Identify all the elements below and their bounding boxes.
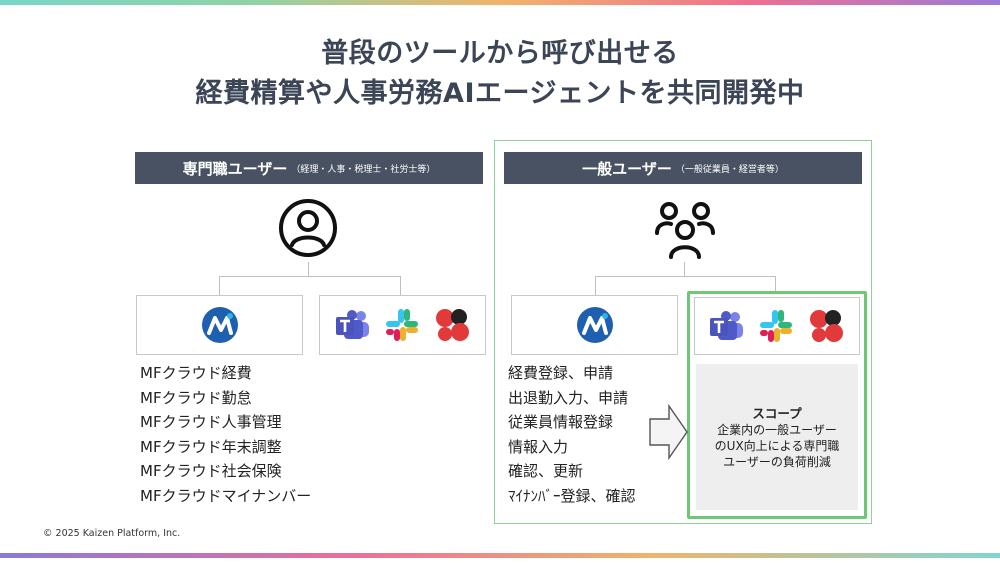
connector-line: [308, 262, 309, 276]
slack-icon: [385, 308, 419, 342]
general-user-header: 一般ユーザー （一般従業員・経営者等）: [504, 152, 862, 184]
chat-tools-card-right: [694, 297, 860, 355]
chat-tools-card-left: [319, 295, 486, 355]
list-item: MFクラウド勤怠: [140, 388, 252, 407]
red-circles-app-icon: [433, 307, 471, 343]
scope-text-line: のUX向上による専門職: [714, 439, 840, 453]
copyright-footer: © 2025 Kaizen Platform, Inc.: [43, 528, 181, 539]
scope-box: スコープ 企業内の一般ユーザー のUX向上による専門職 ユーザーの負荷削減: [696, 364, 858, 510]
connector-line: [684, 262, 685, 276]
list-item: MFクラウド経費: [140, 364, 252, 382]
connector-line: [400, 276, 401, 295]
mf-cloud-card-left: [136, 295, 303, 355]
scope-text-line: ユーザーの負荷削減: [723, 455, 831, 469]
general-user-header-label: 一般ユーザー: [582, 159, 672, 178]
pro-user-header: 専門職ユーザー （経理・人事・税理士・社労士等）: [135, 152, 483, 184]
title-line-1: 普段のツールから呼び出せる: [321, 38, 679, 69]
list-item: 出退勤入力、申請: [508, 388, 629, 407]
list-item: 経費登録、申請: [508, 364, 614, 382]
pro-user-header-sub: （経理・人事・税理士・社労士等）: [291, 164, 436, 175]
red-circles-app-icon: [807, 308, 845, 344]
list-item: 情報入力: [508, 437, 569, 456]
list-item: ﾏｲﾅﾝﾊﾞｰ登録、確認: [508, 486, 636, 505]
connector-line: [595, 276, 776, 277]
slack-icon: [759, 309, 793, 343]
general-user-header-sub: （一般従業員・経営者等）: [675, 164, 784, 175]
list-item: MFクラウドマイナンバー: [140, 486, 312, 505]
title-line-2: 経費精算や人事労務AIエージェントを共同開発中: [195, 78, 805, 109]
list-item: MFクラウド人事管理: [140, 413, 282, 432]
list-item: 確認、更新: [508, 462, 584, 481]
general-user-frame: [494, 140, 872, 524]
mf-cloud-logo-icon: [576, 306, 614, 344]
bottom-gradient-bar: [0, 553, 1000, 558]
group-users-icon: [654, 199, 716, 261]
connector-line: [219, 276, 220, 295]
pro-user-tool-list: MFクラウド経費 MFクラウド勤怠 MFクラウド人事管理 MFクラウド年末調整 …: [140, 361, 311, 509]
connector-line: [219, 276, 401, 277]
user-circle-icon: [278, 198, 338, 258]
mf-cloud-logo-icon: [201, 306, 239, 344]
mf-cloud-card-right: [511, 295, 678, 355]
pro-user-header-label: 専門職ユーザー: [182, 159, 288, 178]
top-gradient-bar: [0, 0, 1000, 5]
list-item: MFクラウド社会保険: [140, 462, 282, 481]
teams-icon: [709, 310, 745, 342]
general-user-task-list: 経費登録、申請 出退勤入力、申請 従業員情報登録 情報入力 確認、更新 ﾏｲﾅﾝ…: [508, 361, 636, 509]
scope-frame: [687, 291, 867, 519]
page-title: 普段のツールから呼び出せる 経費精算や人事労務AIエージェントを共同開発中: [0, 34, 1000, 114]
connector-line: [775, 276, 776, 292]
list-item: 従業員情報登録: [508, 413, 614, 432]
connector-line: [595, 276, 596, 295]
teams-icon: [335, 309, 371, 341]
scope-text-line: 企業内の一般ユーザー: [717, 423, 837, 437]
list-item: MFクラウド年末調整: [140, 437, 282, 456]
scope-title: スコープ: [752, 406, 802, 421]
arrow-right-icon: [649, 404, 689, 460]
